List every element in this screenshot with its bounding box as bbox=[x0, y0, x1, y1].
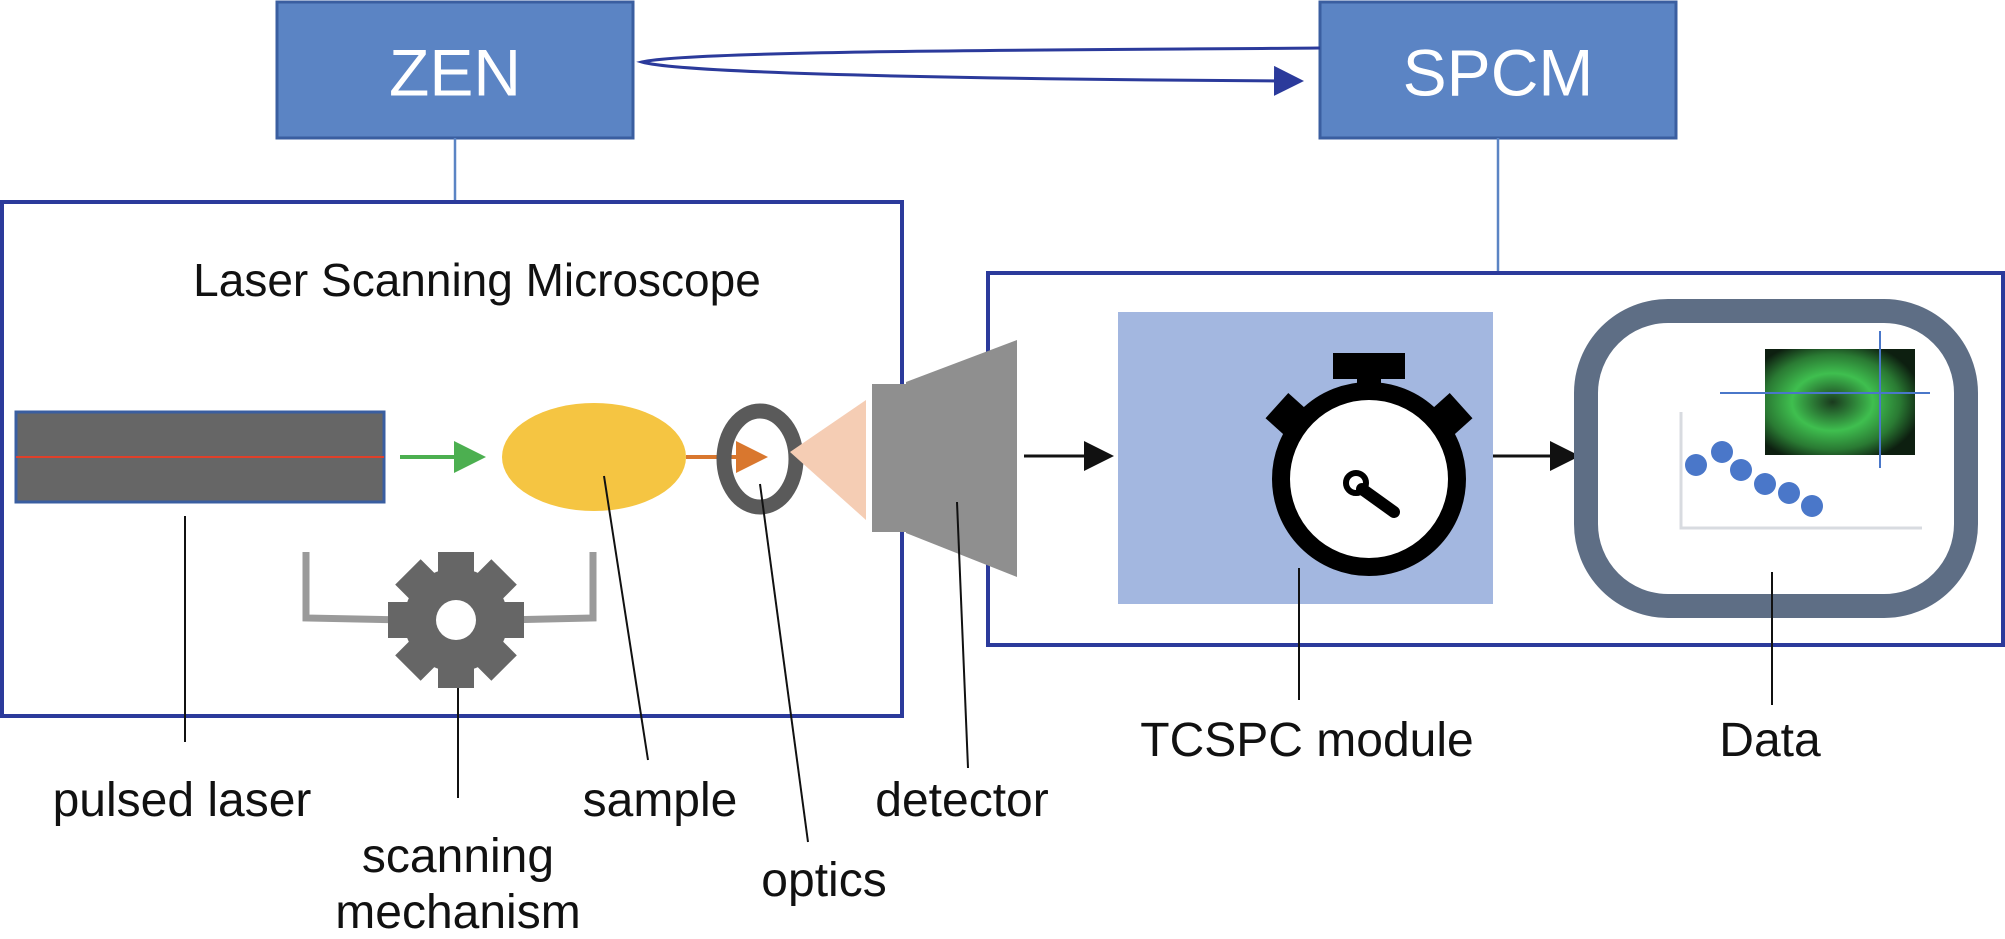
scanning-mechanism-icon bbox=[302, 552, 597, 688]
label-scanning: scanning bbox=[362, 830, 554, 883]
pulsed-laser-icon bbox=[14, 410, 386, 504]
microscope-title: Laser Scanning Microscope bbox=[193, 254, 761, 306]
gear-icon bbox=[388, 552, 524, 688]
spcm-label: SPCM bbox=[1403, 35, 1594, 109]
label-pulsed-laser: pulsed laser bbox=[53, 774, 312, 827]
fluorescence-image bbox=[1765, 349, 1915, 455]
label-sample: sample bbox=[583, 774, 738, 827]
leader-sample bbox=[603, 475, 649, 761]
zen-spcm-link-arrow bbox=[636, 46, 1321, 96]
spcm-box: SPCM bbox=[1318, 0, 1678, 140]
zen-label: ZEN bbox=[389, 35, 521, 109]
decay-data-points bbox=[1685, 441, 1823, 517]
label-tcspc-module: TCSPC module bbox=[1140, 714, 1473, 767]
optics-ring-icon bbox=[716, 403, 804, 515]
stopwatch-icon bbox=[1265, 353, 1473, 576]
label-detector: detector bbox=[875, 774, 1048, 827]
zen-box: ZEN bbox=[275, 0, 635, 140]
sample-icon bbox=[502, 403, 686, 511]
label-mechanism: mechanism bbox=[335, 886, 580, 939]
label-optics: optics bbox=[761, 854, 886, 907]
leader-detector bbox=[956, 501, 969, 769]
label-data: Data bbox=[1719, 714, 1821, 767]
data-display-icon bbox=[1574, 299, 1978, 618]
detector-icon bbox=[872, 340, 1017, 577]
light-cone bbox=[790, 400, 866, 520]
leader-optics bbox=[759, 483, 809, 843]
